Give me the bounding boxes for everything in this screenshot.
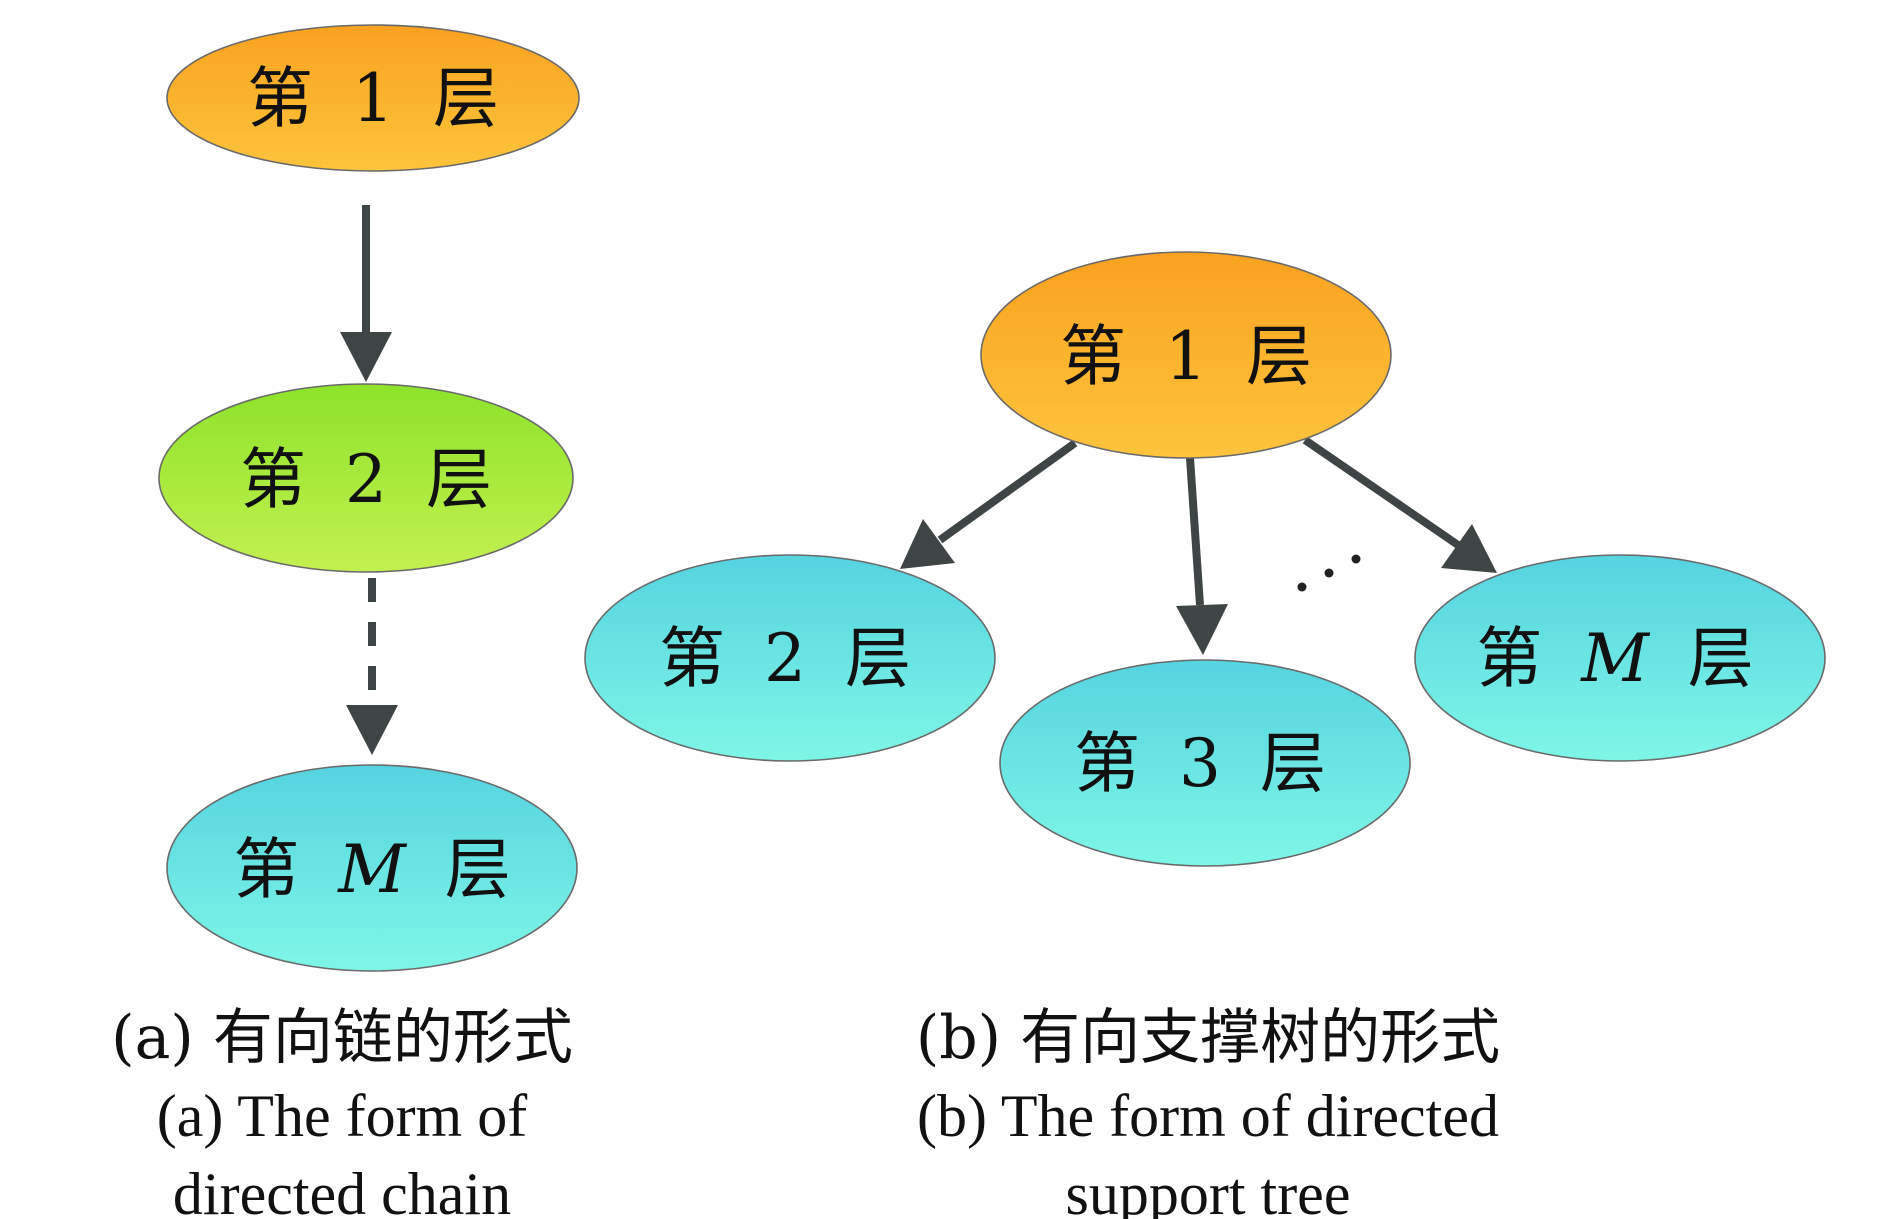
- caption-b-zh: (b) 有向支撑树的形式: [916, 1003, 1500, 1073]
- svg-text:第 1 层: 第 1 层: [1060, 318, 1312, 395]
- svg-text:第 M 层: 第 M 层: [1476, 620, 1754, 697]
- node-b3-layer-3: 第 3 层: [999, 659, 1411, 867]
- caption-b-en-line2: support tree: [1066, 1161, 1351, 1219]
- caption-a-en-line1: (a) The form of: [157, 1083, 527, 1149]
- node-a1-layer-1: 第 1 层: [166, 24, 580, 172]
- edge-b1-bM: [1302, 436, 1497, 573]
- caption-b-en-line1: (b) The form of directed: [917, 1083, 1499, 1149]
- caption-a-zh: (a) 有向链的形式: [111, 1003, 573, 1073]
- svg-text:第 3 层: 第 3 层: [1074, 725, 1326, 802]
- svg-text:第 2 层: 第 2 层: [240, 441, 492, 518]
- edge-a2-aM-dashed: [346, 578, 398, 755]
- edge-b1-b3: [1176, 457, 1228, 655]
- svg-text:第 2 层: 第 2 层: [659, 620, 911, 697]
- diagram-a-directed-chain: 第 1 层 第 2 层 第 M 层 (a) 有向链的形式 (a) The: [111, 24, 580, 1219]
- diagram-b-directed-support-tree: ··· 第 1 层 第 2 层 第 3 层: [584, 251, 1826, 1219]
- ellipsis-dots: ···: [1297, 554, 1361, 592]
- edge-a1-a2: [340, 205, 392, 382]
- node-b2-layer-2: 第 2 层: [584, 554, 996, 762]
- node-bM-layer-m: 第 M 层: [1414, 554, 1826, 762]
- node-a2-layer-2: 第 2 层: [158, 383, 574, 573]
- node-aM-layer-m: 第 M 层: [166, 764, 578, 972]
- svg-text:第 M 层: 第 M 层: [233, 831, 511, 908]
- edge-b1-b2: [900, 439, 1078, 569]
- svg-text:···: ···: [1329, 579, 1331, 581]
- caption-a-en-line2: directed chain: [173, 1161, 511, 1219]
- svg-text:第 1 层: 第 1 层: [247, 60, 499, 137]
- node-b1-layer-1: 第 1 层: [980, 251, 1392, 459]
